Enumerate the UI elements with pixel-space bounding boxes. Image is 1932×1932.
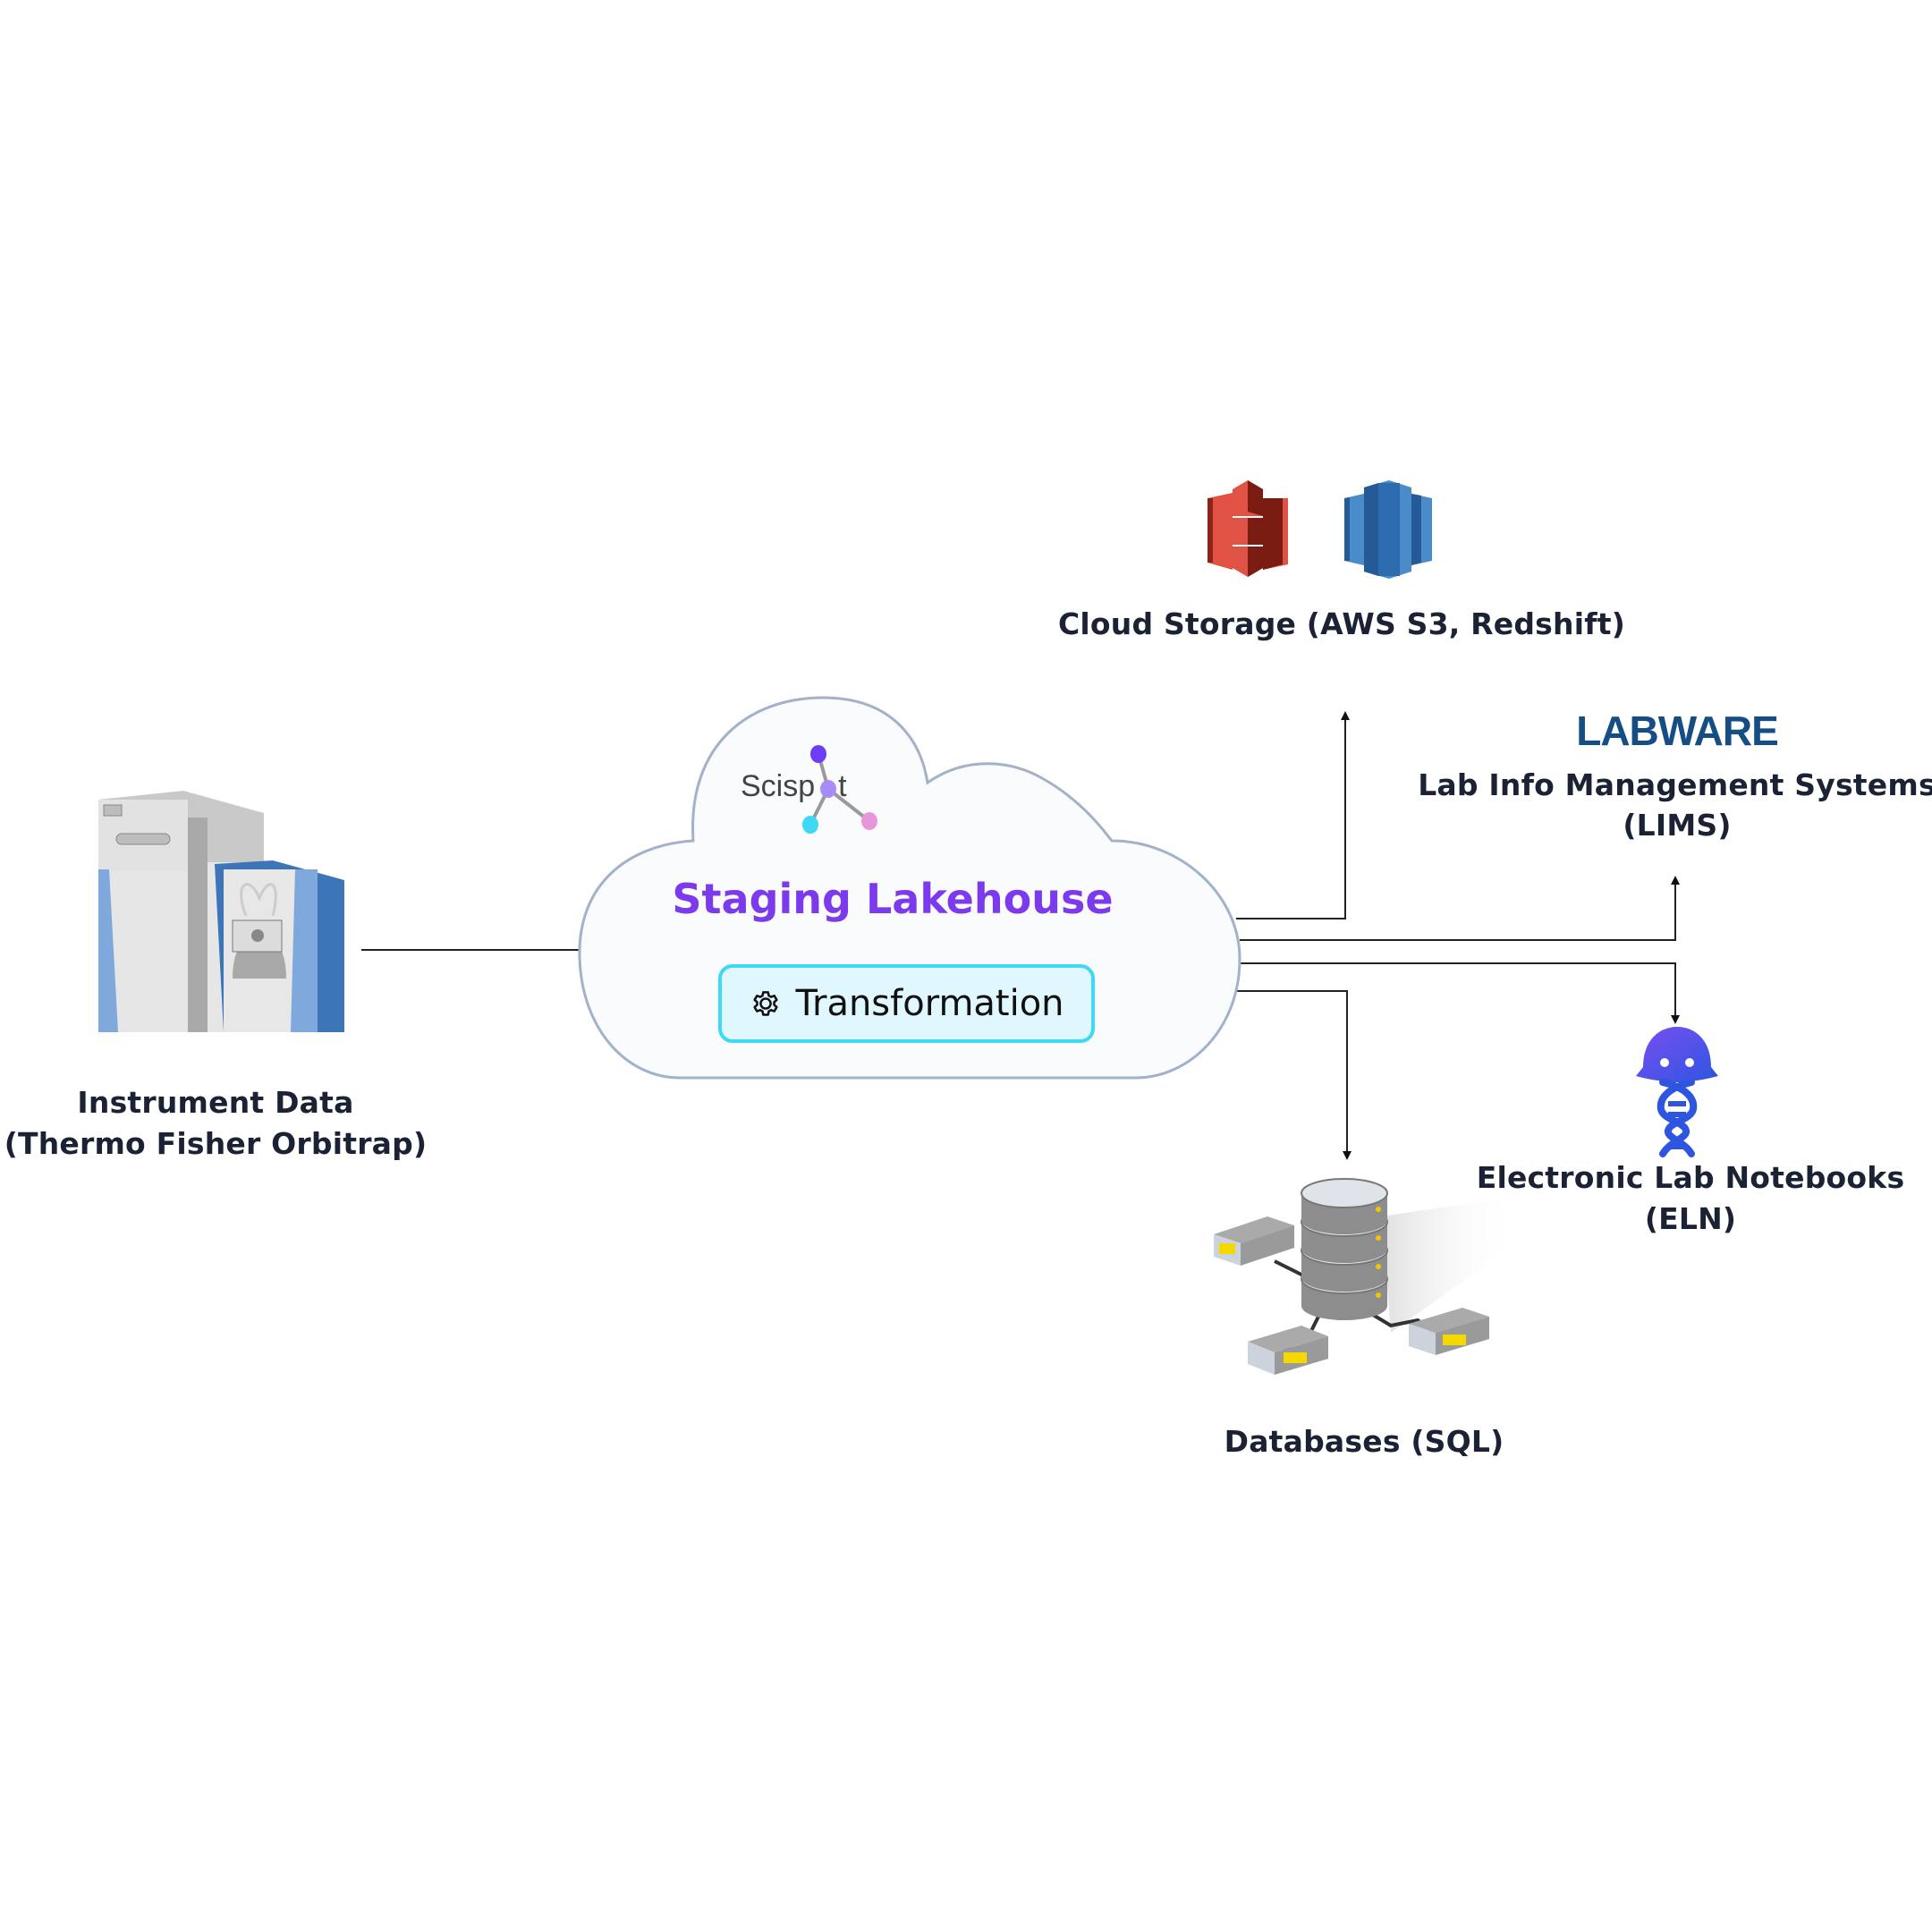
- cloud-storage-label: Cloud Storage (AWS S3, Redshift): [1057, 606, 1626, 641]
- transformation-label: Transformation: [795, 983, 1064, 1024]
- aws-redshift-icon: [1344, 480, 1432, 579]
- lims-label-line1: Lab Info Management Systems: [1418, 767, 1932, 802]
- scispot-text-tail: t: [838, 769, 847, 803]
- edge-staging-cloud-storage: [1236, 711, 1350, 919]
- mass-spectrometer-icon: [98, 791, 344, 1032]
- staging-lakehouse-title: Staging Lakehouse: [672, 875, 1114, 923]
- database-server-icon: [1214, 1178, 1516, 1375]
- aws-s3-icon: [1208, 480, 1288, 577]
- eln-label-line1: Electronic Lab Notebooks: [1476, 1160, 1905, 1195]
- scispot-text-head: Scisp: [741, 769, 816, 803]
- eln-dna-mascot-icon: [1636, 1027, 1718, 1157]
- scispot-logo-icon: [802, 745, 877, 834]
- eln-label-line2: (ELN): [1644, 1201, 1737, 1236]
- instrument-label-line1: Instrument Data: [77, 1085, 354, 1120]
- gear-icon: [753, 991, 779, 1016]
- edge-staging-lims: [1240, 876, 1680, 941]
- databases-label: Databases (SQL): [1224, 1424, 1504, 1459]
- instrument-label-line2: (Thermo Fisher Orbitrap): [4, 1126, 428, 1161]
- edge-staging-databases: [1236, 990, 1352, 1160]
- labware-logo: LABWARE: [1576, 708, 1779, 754]
- edge-staging-eln: [1240, 962, 1680, 1024]
- transformation-step[interactable]: Transformation: [718, 964, 1095, 1043]
- lims-label-line2: (LIMS): [1623, 808, 1732, 843]
